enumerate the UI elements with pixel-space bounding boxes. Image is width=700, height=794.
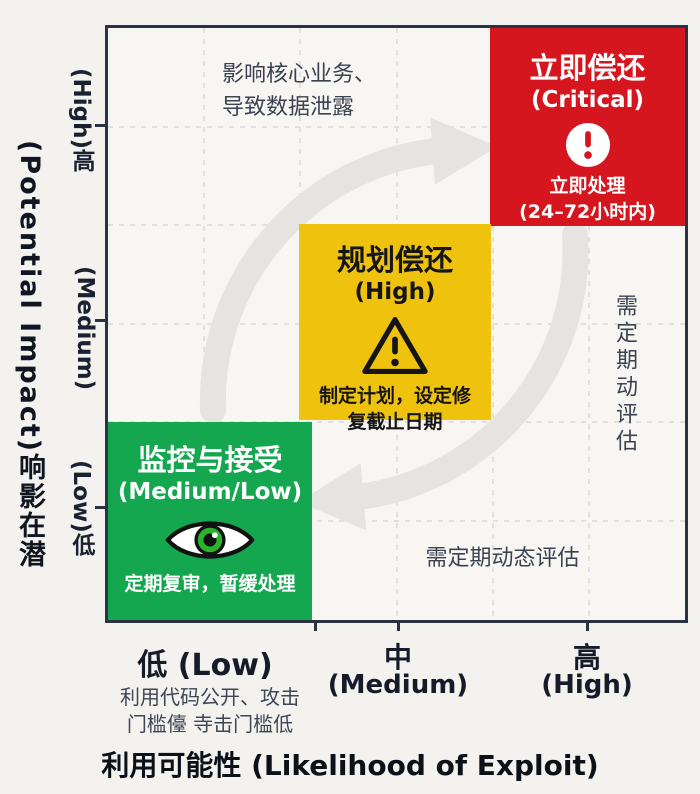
y-tick-high-en: (High) bbox=[68, 68, 94, 149]
y-tickmark-low bbox=[95, 506, 105, 509]
annotation-impact-line2: 导致数据泄露 bbox=[222, 95, 355, 120]
monitor-title: 监控与接受 bbox=[137, 443, 283, 477]
y-tick-low-zh: 低 bbox=[68, 532, 94, 556]
x-tick-high-zh: 高 bbox=[572, 641, 601, 674]
exclamation-circle-icon bbox=[565, 122, 611, 168]
eye-icon bbox=[164, 514, 256, 566]
annotation-periodic-review-bottom: 需定期动态评估 bbox=[425, 546, 580, 571]
y-tick-low-en: (Low) bbox=[68, 460, 94, 533]
y-tick-high: (High)高 bbox=[52, 68, 98, 172]
plan-action-line1: 制定计划，设定修 bbox=[318, 384, 471, 407]
cycle-arrow-down-left bbox=[298, 222, 589, 531]
x-tick-low-note: 利用代码公开、攻击 门槛儓 寺击门槛低 bbox=[95, 684, 325, 738]
x-tick-low: 低 (Low) bbox=[137, 648, 273, 683]
plan-action-line2: 复截止日期 bbox=[347, 410, 443, 433]
x-tick-low-note-line1: 利用代码公开、攻击 bbox=[120, 685, 300, 709]
x-tickmark-high bbox=[586, 622, 589, 631]
x-tick-medium-en: (Medium) bbox=[327, 670, 469, 700]
y-tickmark-medium bbox=[95, 319, 105, 322]
annotation-impact: 影响核心业务、 导致数据泄露 bbox=[222, 58, 376, 124]
x-tick-low-note-line2: 门槛儓 寺击门槛低 bbox=[126, 712, 294, 736]
y-tick-medium: (Medium) bbox=[52, 266, 98, 390]
x-tick-medium-zh: 中 bbox=[383, 641, 412, 674]
plan-title: 规划偿还 bbox=[336, 243, 453, 277]
annotation-impact-line1: 影响核心业务、 bbox=[222, 62, 377, 87]
y-tickmark-high bbox=[95, 124, 105, 127]
critical-action-line1: 立即处理 bbox=[549, 174, 626, 197]
y-axis-title-zh: 响影在潜 bbox=[14, 453, 45, 570]
annotation-periodic-review-vertical: 需定期动评估 bbox=[612, 294, 637, 456]
x-tickmark-low bbox=[314, 622, 317, 631]
y-axis-title-en: (Potential Impact) bbox=[14, 140, 45, 454]
warning-triangle-icon bbox=[359, 314, 431, 378]
cycle-arrow-up-right bbox=[199, 117, 498, 423]
matrix-plot-area: 立即偿还 (Critical) 立即处理 (24–72小时内) 规划偿还 (Hi… bbox=[105, 25, 688, 623]
y-tick-medium-en: (Medium) bbox=[72, 266, 98, 391]
critical-level: (Critical) bbox=[530, 87, 645, 114]
monitor-level: (Medium/Low) bbox=[117, 479, 303, 506]
quadrant-plan: 规划偿还 (High) 制定计划，设定修 复截止日期 bbox=[299, 224, 491, 433]
x-axis-title: 利用可能性 (Likelihood of Exploit) bbox=[101, 749, 599, 782]
monitor-action: 定期复审，暂缓处理 bbox=[124, 572, 296, 595]
critical-title: 立即偿还 bbox=[529, 51, 646, 85]
quadrant-monitor: 监控与接受 (Medium/Low) 定期复审，暂缓处理 bbox=[108, 422, 312, 620]
y-tick-low: (Low)低 bbox=[52, 460, 98, 556]
plan-level: (High) bbox=[354, 279, 436, 306]
x-tick-high-en: (High) bbox=[541, 670, 633, 700]
y-tick-high-zh: 高 bbox=[68, 149, 94, 172]
quadrant-critical: 立即偿还 (Critical) 立即处理 (24–72小时内) bbox=[490, 28, 685, 226]
x-tickmark-medium bbox=[397, 622, 400, 631]
y-axis-title: (Potential Impact)响影在潜 bbox=[10, 140, 49, 569]
critical-action-line2: (24–72小时内) bbox=[519, 200, 656, 223]
